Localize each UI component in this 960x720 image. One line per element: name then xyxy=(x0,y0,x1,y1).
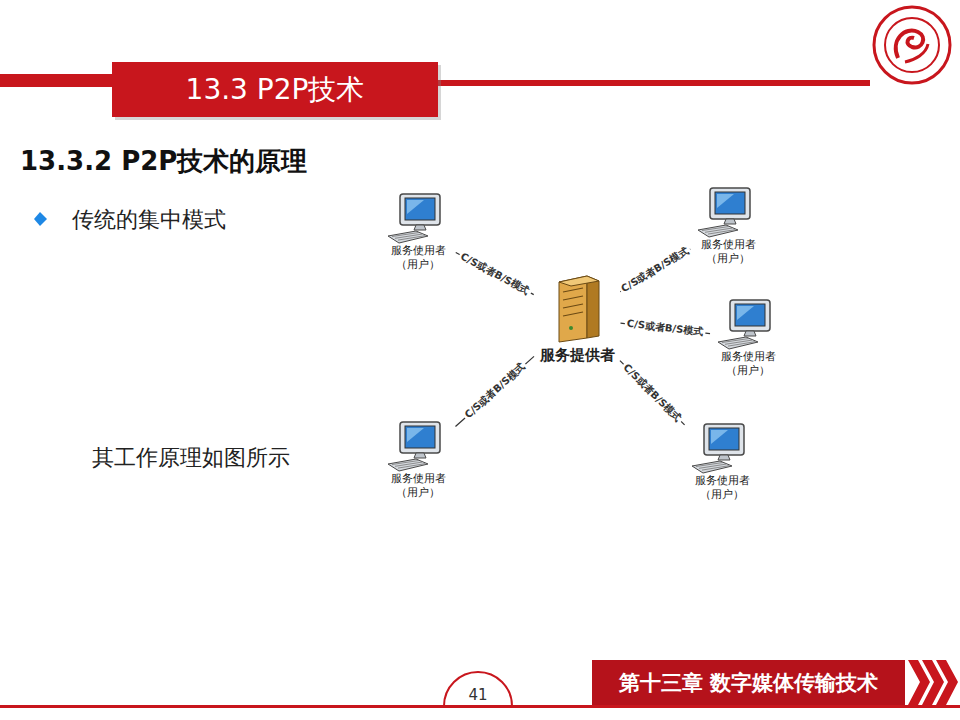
slide-title: 13.3 P2P技术 xyxy=(112,62,438,117)
user-label: 服务使用者 （用户） xyxy=(717,350,779,379)
bullet-text: 传统的集中模式 xyxy=(72,205,226,235)
page-number-badge xyxy=(444,672,512,706)
footer-box xyxy=(592,660,905,705)
computer-icon xyxy=(690,422,754,474)
university-logo xyxy=(874,7,950,83)
computer-icon xyxy=(716,298,780,350)
computer-icon xyxy=(386,192,450,244)
edge-label: C/S或者B/S模式 xyxy=(619,360,685,425)
computer-icon xyxy=(696,186,760,238)
user-label: 服务使用者 （用户） xyxy=(691,474,753,503)
connection-line xyxy=(620,361,685,425)
header-stripe xyxy=(0,74,112,87)
provider-label: 服务提供者 xyxy=(540,346,615,365)
server-node: 服务提供者 xyxy=(536,270,619,367)
user-node: 服务使用者 （用户） xyxy=(382,418,454,503)
edge-label: C/S或者B/S模式 xyxy=(624,318,706,339)
server-icon xyxy=(551,272,603,344)
header-box xyxy=(112,62,438,117)
footer-chevron xyxy=(936,660,958,705)
user-node: 服务使用者 （用户） xyxy=(692,184,764,269)
user-node: 服务使用者 （用户） xyxy=(382,190,454,275)
computer-icon xyxy=(386,420,450,472)
page-number: 41 xyxy=(448,684,508,706)
edge-label: C/S或者B/S模式 xyxy=(461,360,529,423)
user-node: 服务使用者 （用户） xyxy=(712,296,784,381)
chapter-footer: 第十三章 数字媒体传输技术 xyxy=(592,660,905,705)
user-label: 服务使用者 （用户） xyxy=(697,238,759,267)
header-stripe xyxy=(438,80,870,86)
body-text: 其工作原理如图所示 xyxy=(92,443,290,473)
connection-line xyxy=(455,356,534,426)
user-label: 服务使用者 （用户） xyxy=(387,472,449,501)
section-heading: 13.3.2 P2P技术的原理 xyxy=(20,144,307,179)
user-node: 服务使用者 （用户） xyxy=(686,420,758,505)
bullet-diamond xyxy=(34,212,47,226)
user-label: 服务使用者 （用户） xyxy=(387,244,449,273)
edge-label: C/S或者B/S模式 xyxy=(456,249,533,298)
edge-label: C/S或者B/S模式 xyxy=(618,244,693,296)
